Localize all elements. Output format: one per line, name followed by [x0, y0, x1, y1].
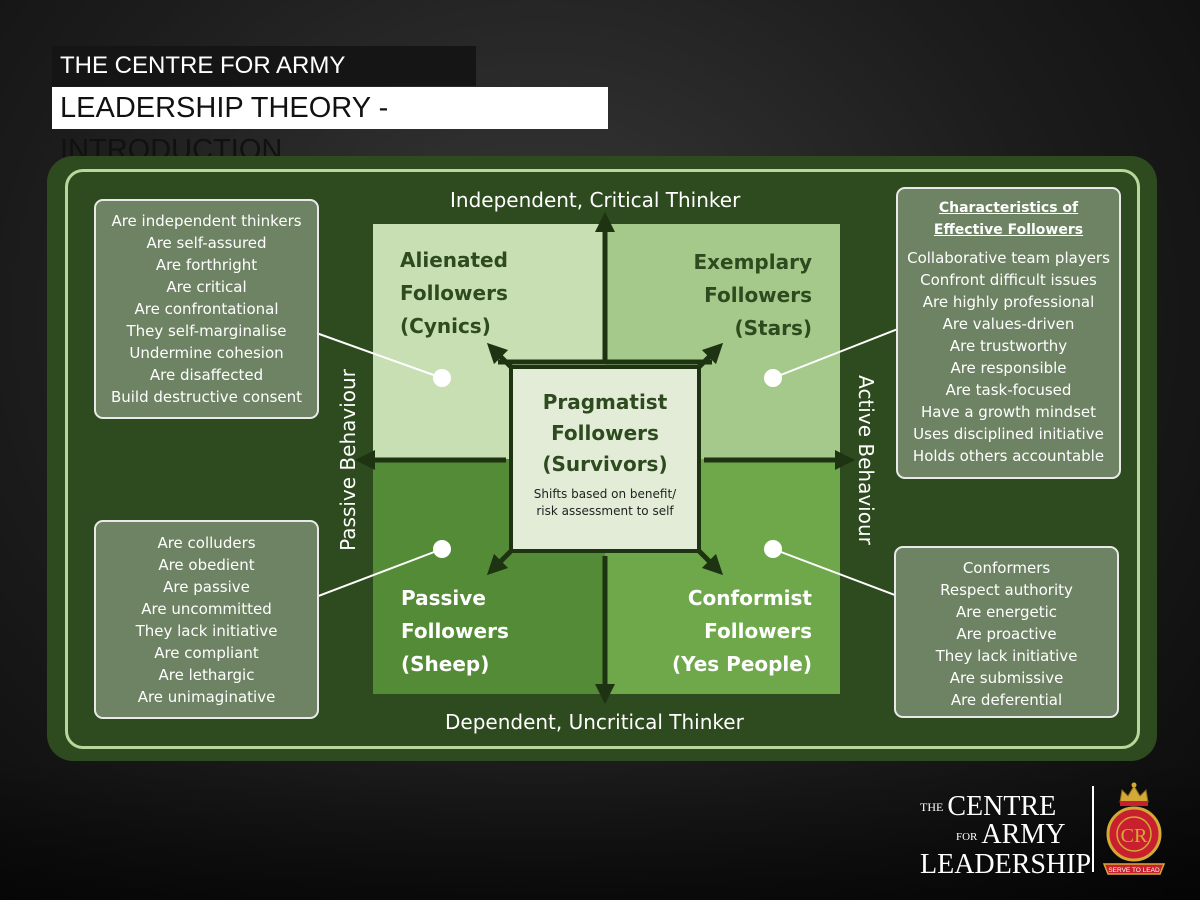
center-title: Pragmatist Followers (Survivors)	[542, 390, 668, 476]
list-item: Are forthright	[155, 256, 258, 274]
list-item: Uses disciplined initiative	[913, 425, 1104, 443]
list-item: Have a growth mindset	[921, 403, 1096, 421]
list-item: Undermine cohesion	[129, 344, 284, 362]
diag-arrow-tr	[696, 342, 724, 370]
connector-dot-top-right	[764, 369, 782, 387]
crest-icon: CR SERVE TO LEAD	[1102, 782, 1166, 875]
connector-dot-bottom-right	[764, 540, 782, 558]
list-item: Are passive	[163, 578, 250, 596]
diag-arrow-bl	[486, 548, 514, 576]
list-item: Are colluders	[157, 534, 256, 552]
axis-label-top: Independent, Critical Thinker	[450, 188, 741, 212]
list-item: Are proactive	[956, 625, 1057, 643]
list-item: Are compliant	[154, 644, 259, 662]
list-item: Are disaffected	[149, 366, 264, 384]
list-item: Are self-assured	[146, 234, 267, 252]
box-conformist-traits: Conformers Respect authority Are energet…	[894, 546, 1119, 718]
center-pragmatist-box: Pragmatist Followers (Survivors) Shifts …	[509, 365, 701, 553]
list-item: Are task-focused	[945, 381, 1072, 399]
list-item: Are energetic	[955, 603, 1057, 621]
list-item: Are values-driven	[942, 315, 1075, 333]
list-item: Build destructive consent	[110, 388, 303, 406]
list-item: Are obedient	[158, 556, 255, 574]
box-alienated-traits: Are independent thinkers Are self-assure…	[94, 199, 319, 419]
list-item: Are lethargic	[158, 666, 255, 684]
box-heading: Characteristics of Effective Followers	[933, 200, 1084, 238]
axis-label-bottom: Dependent, Uncritical Thinker	[445, 710, 744, 734]
background-shade	[0, 760, 1200, 900]
list-item: Respect authority	[940, 581, 1073, 599]
center-note: Shifts based on benefit/ risk assessment…	[533, 487, 677, 518]
box-passive-traits: Are colluders Are obedient Are passive A…	[94, 520, 319, 719]
axis-label-right: Active Behaviour	[854, 375, 878, 545]
list-item: They lack initiative	[135, 622, 278, 640]
axis-label-left: Passive Behaviour	[336, 369, 360, 551]
logo-divider	[1092, 786, 1094, 872]
list-item: Are uncommitted	[141, 600, 272, 618]
list-item: Are submissive	[949, 669, 1064, 687]
list-item: Are critical	[166, 278, 247, 296]
list-item: Are confrontational	[134, 300, 279, 318]
diag-arrow-br	[696, 548, 724, 576]
list-item: Are unimaginative	[137, 688, 276, 706]
box-effective-followers: Characteristics of Effective Followers C…	[896, 187, 1121, 479]
list-item: Collaborative team players	[907, 249, 1110, 267]
quadrant-label-alienated: Alienated Followers (Cynics)	[400, 248, 508, 338]
quadrant-label-conformist: Conformist Followers (Yes People)	[671, 586, 812, 676]
list-item: Are deferential	[950, 691, 1063, 709]
svg-text:CR: CR	[1121, 825, 1148, 847]
list-item: Are independent thinkers	[111, 212, 302, 230]
list-item: Are responsible	[950, 359, 1067, 377]
connector-dot-top-left	[433, 369, 451, 387]
list-item: Conformers	[962, 559, 1051, 577]
quadrant-label-exemplary: Exemplary Followers (Stars)	[693, 250, 812, 340]
list-item: They lack initiative	[935, 647, 1078, 665]
quadrant-label-passive: Passive Followers (Sheep)	[401, 586, 509, 676]
list-item: Holds others accountable	[912, 447, 1105, 465]
page-title: LEADERSHIP THEORY - INTRODUCTION	[52, 87, 608, 166]
list-item: Are highly professional	[922, 293, 1095, 311]
svg-text:SERVE TO LEAD: SERVE TO LEAD	[1108, 867, 1160, 874]
list-item: Confront difficult issues	[920, 271, 1097, 289]
diagram-inner-border	[65, 169, 1140, 749]
connector-dot-bottom-left	[433, 540, 451, 558]
list-item: They self-marginalise	[126, 322, 287, 340]
list-item: Are trustworthy	[949, 337, 1068, 355]
